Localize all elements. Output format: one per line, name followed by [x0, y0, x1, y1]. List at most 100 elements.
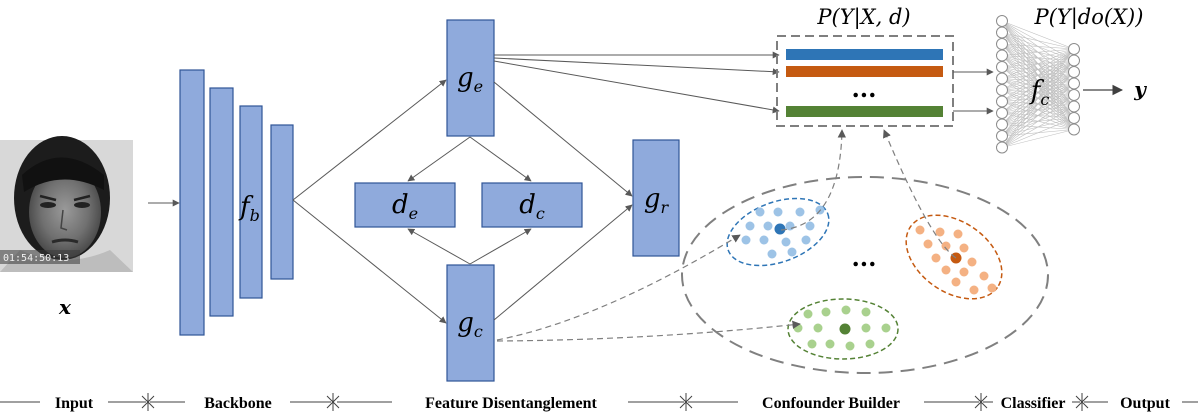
de-label: de — [392, 190, 418, 223]
mlp-edge — [1001, 129, 1075, 148]
green-cluster-dot — [813, 323, 823, 333]
backbone-blocks — [179, 69, 294, 336]
mlp-edge — [1001, 20, 1075, 50]
mlp-edge — [1001, 48, 1075, 102]
confounder-prob-label: P(Y|X, d) — [816, 5, 910, 30]
blue-cluster-dot — [787, 247, 797, 257]
blue-cluster-dot — [801, 235, 811, 245]
mlp-input-node — [996, 130, 1008, 142]
arrow-ge-de — [407, 136, 471, 182]
mlp-edge — [1001, 48, 1075, 114]
mlp-edge — [1001, 43, 1075, 50]
mlp-input-node — [996, 72, 1008, 85]
input-face-image: 01:54:50:13 — [0, 136, 133, 272]
blue-cluster-dot — [763, 221, 773, 231]
mlp-edge — [1001, 48, 1075, 91]
green-cluster-dot — [793, 323, 803, 333]
blue-cluster-ring — [726, 197, 830, 267]
mlp-edge — [1001, 48, 1075, 68]
arrow-gc-dc — [469, 228, 532, 265]
mlp-edge — [1001, 32, 1075, 50]
orange-cluster-dot — [959, 243, 969, 253]
blue-cluster-dot — [795, 207, 805, 217]
stage-label: Output — [1120, 395, 1170, 412]
stage-label: Confounder Builder — [762, 395, 900, 412]
green-cluster-dot — [821, 307, 831, 317]
green-cluster-dot — [865, 339, 875, 349]
mlp-output-node — [1068, 54, 1080, 67]
orange-cluster-ring — [905, 214, 1003, 300]
mlp-output-node — [1068, 100, 1080, 113]
block-gr — [632, 139, 680, 257]
orange-cluster-dot — [951, 277, 961, 287]
blue-cluster-center — [774, 223, 786, 235]
arrow-blue-center-dict — [780, 129, 847, 231]
confounder-bar-orange — [786, 66, 943, 77]
mlp-input-node — [996, 107, 1008, 119]
classifier-prob-label: P(Y|do(X)) — [1034, 5, 1144, 30]
mlp-input-node — [996, 61, 1008, 73]
arrow-ge-gr — [493, 81, 633, 197]
blue-cluster-dot — [767, 249, 777, 259]
gc-label: gc — [457, 308, 483, 341]
orange-cluster-dot — [969, 285, 979, 295]
stage-label: Backbone — [204, 395, 272, 412]
green-cluster-dot — [861, 323, 871, 333]
mlp-edge — [1001, 83, 1075, 148]
green-cluster-dot — [861, 307, 871, 317]
mlp-input-node — [996, 84, 1008, 96]
blue-cluster-dot — [745, 221, 755, 231]
mlp-input-node — [996, 141, 1008, 154]
green-cluster-dot — [803, 309, 813, 319]
mlp-edge — [1001, 117, 1075, 148]
mlp-edge — [1001, 48, 1075, 137]
input-timestamp: 01:54:50:13 — [3, 253, 69, 264]
mlp-edge — [1001, 48, 1075, 148]
green-cluster-dot — [825, 339, 835, 349]
arrow-backbone-gc — [292, 199, 447, 324]
mlp-input-node — [996, 38, 1008, 50]
output-y-label: y — [1133, 77, 1147, 101]
orange-cluster-dot — [941, 265, 951, 275]
arrow-gc-de — [407, 228, 471, 265]
orange-cluster-dot — [941, 241, 951, 251]
blue-cluster-dot — [759, 235, 769, 245]
cluster-orange — [905, 214, 1003, 300]
confounder-bar-green — [786, 106, 943, 117]
ge-label: ge — [457, 63, 483, 96]
mlp-edge — [1001, 71, 1075, 148]
mlp-input-node — [996, 95, 1008, 108]
arrow-ge-bar-3 — [493, 60, 780, 114]
backbone-layer-1 — [179, 69, 205, 336]
input-x-label: x — [58, 295, 72, 319]
cluster-green — [787, 298, 899, 360]
stage-label: Classifier — [1001, 395, 1066, 412]
blue-cluster-dot — [741, 235, 751, 245]
green-cluster-center — [839, 323, 851, 335]
backbone-layer-4 — [270, 124, 294, 280]
mlp-edge — [1001, 94, 1075, 148]
mlp-output-node — [1068, 112, 1080, 124]
mlp-output-node — [1068, 43, 1080, 55]
confounder-space-ellipse — [681, 176, 1049, 374]
blue-cluster-dot — [805, 221, 815, 231]
orange-cluster-dot — [987, 283, 997, 293]
arrow-ge-dc — [469, 136, 532, 182]
orange-cluster-dot — [979, 271, 989, 281]
orange-cluster-dot — [959, 267, 969, 277]
blue-cluster-dot — [773, 207, 783, 217]
mlp-edge — [1001, 106, 1075, 148]
green-cluster-dot — [807, 339, 817, 349]
arrow-ge-bar-2 — [493, 57, 780, 76]
confounder-dictionary-box — [776, 35, 954, 127]
backbone-layer-2 — [209, 87, 234, 317]
mlp-edge — [1001, 48, 1075, 56]
dc-label: dc — [519, 190, 545, 223]
green-cluster-ring — [787, 298, 899, 360]
arrow-gc-green-cluster — [496, 320, 801, 342]
mlp-input-node — [996, 15, 1008, 27]
mlp-input-node — [996, 49, 1008, 62]
cluster-blue — [726, 197, 830, 267]
mlp-output-node — [1068, 89, 1080, 101]
